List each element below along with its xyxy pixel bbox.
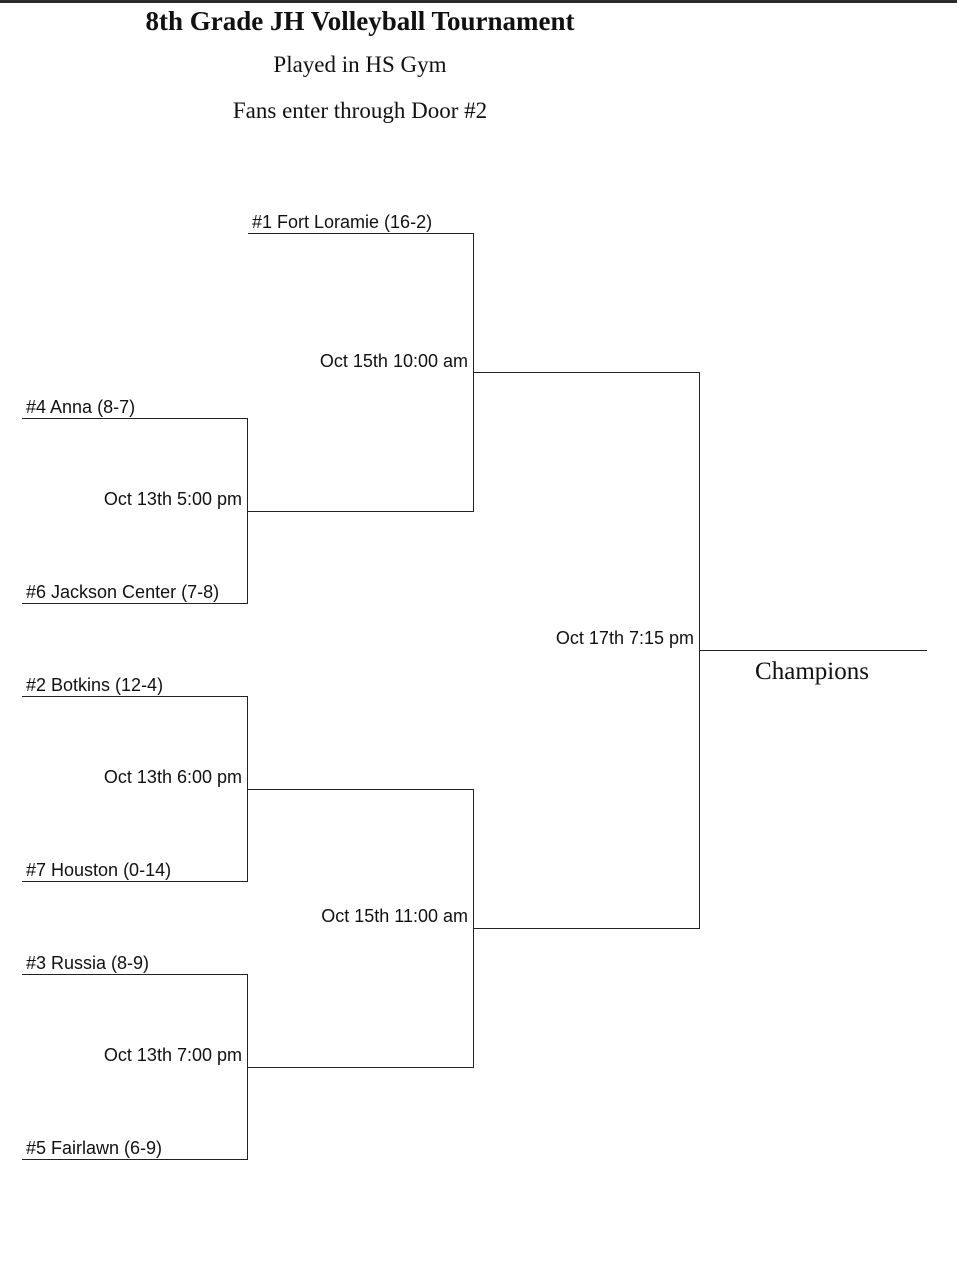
bracket-line-fairlawn	[22, 1159, 248, 1160]
bracket-line-russia	[22, 974, 248, 975]
bracket-line-houston	[22, 881, 248, 882]
bracket-line-jackson-center	[22, 603, 248, 604]
bracket-line-winner-semi-bottom	[474, 928, 700, 929]
bracket-connector-final	[699, 372, 700, 929]
bracket-connector-r1-a	[247, 418, 248, 604]
bracket-line-fort-loramie	[248, 233, 474, 234]
team-russia: #3 Russia (8-9)	[26, 953, 150, 973]
bracket-connector-semi-top	[473, 233, 474, 512]
champion-label: Champions	[755, 658, 869, 685]
team-fort-loramie: #1 Fort Loramie (16-2)	[252, 212, 433, 232]
team-botkins: #2 Botkins (12-4)	[26, 675, 164, 695]
venue-subtitle: Played in HS Gym	[273, 52, 447, 77]
game-time-r1-c: Oct 13th 7:00 pm	[103, 1045, 242, 1065]
game-time-semi-bottom: Oct 15th 11:00 am	[321, 906, 468, 926]
game-time-semi-top: Oct 15th 10:00 am	[319, 351, 468, 371]
bracket-connector-r1-b	[247, 696, 248, 882]
bracket-line-anna	[22, 418, 248, 419]
team-anna: #4 Anna (8-7)	[26, 397, 136, 417]
page-title: 8th Grade JH Volleyball Tournament	[145, 6, 575, 36]
team-houston: #7 Houston (0-14)	[26, 860, 172, 880]
top-border	[0, 0, 957, 3]
bracket-line-botkins	[22, 696, 248, 697]
game-time-r1-a: Oct 13th 5:00 pm	[103, 489, 242, 509]
team-jackson-center: #6 Jackson Center (7-8)	[26, 582, 220, 602]
bracket-line-winner-r1-a	[248, 511, 474, 512]
bracket-line-winner-semi-top	[474, 372, 700, 373]
team-fairlawn: #5 Fairlawn (6-9)	[26, 1138, 163, 1158]
bracket-connector-semi-bottom	[473, 789, 474, 1068]
bracket-line-winner-r1-c	[248, 1067, 474, 1068]
bracket-line-champion	[700, 650, 927, 651]
game-time-r1-b: Oct 13th 6:00 pm	[103, 767, 242, 787]
entry-note: Fans enter through Door #2	[232, 98, 488, 123]
bracket-connector-r1-c	[247, 974, 248, 1160]
bracket-line-winner-r1-b	[248, 789, 474, 790]
game-time-final: Oct 17th 7:15 pm	[555, 628, 694, 648]
